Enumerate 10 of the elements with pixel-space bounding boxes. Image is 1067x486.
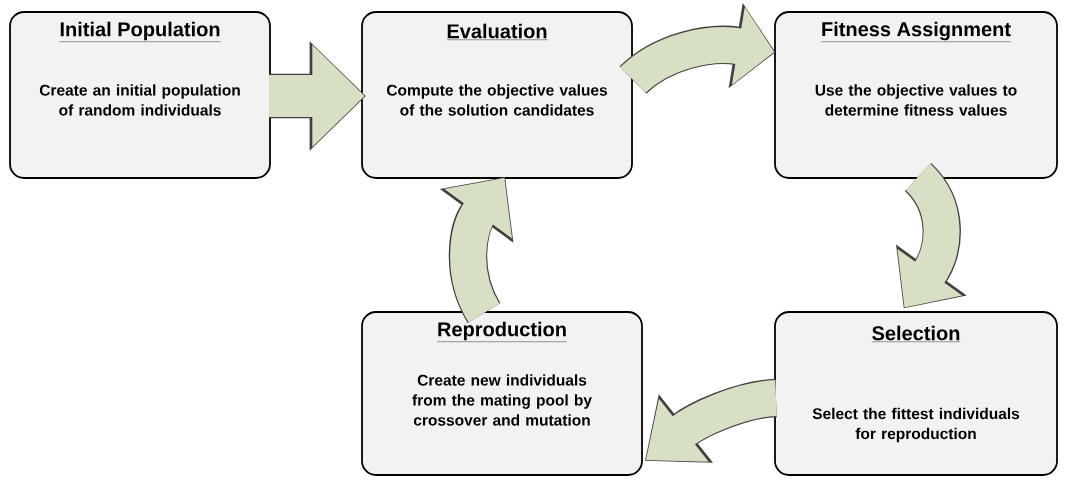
box-description: Compute the objective values of the solution candidates [386,84,608,116]
box-description: Select the fittest individuals for reproduction [812,407,1020,443]
box-description: Use the objective values to determine fitness values [815,84,1017,116]
box-description: Create new individuals from the mating pool by crossover and mutation [412,374,592,426]
box-title: Evaluation [446,23,548,40]
box-title: Reproduction [436,321,568,342]
box-description: Create an initial population of random individuals [39,84,240,116]
box-title: Selection [871,325,961,342]
box-title: Initial Population [59,21,221,42]
box-title: Fitness Assignment [820,21,1012,42]
